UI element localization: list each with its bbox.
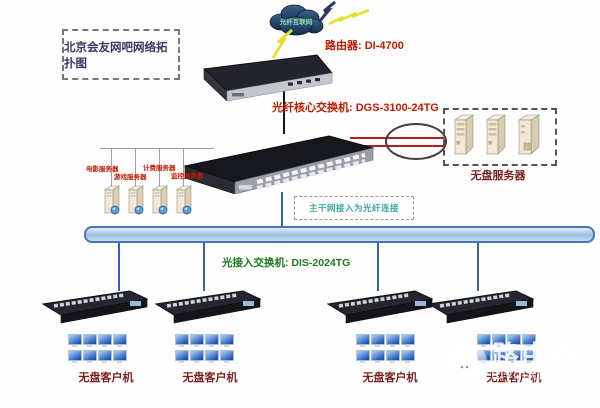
diagram-title: 北京会友网吧网络拓扑图 bbox=[64, 41, 168, 70]
client-pc-icon bbox=[98, 334, 112, 347]
client-pc-icon bbox=[220, 334, 234, 347]
server-label-game: 游戏服务器 bbox=[114, 174, 147, 181]
client-pc-icon bbox=[401, 334, 415, 347]
diskless-server-icon bbox=[517, 114, 541, 155]
core-switch-device bbox=[183, 135, 375, 194]
client-pc-icon bbox=[492, 350, 506, 363]
client-pc-icon bbox=[371, 350, 385, 363]
lightning-down-icon bbox=[271, 29, 293, 59]
client-pc-icon bbox=[190, 334, 204, 347]
fiber-link-highlight-ellipse bbox=[385, 123, 447, 160]
client-pc-icon bbox=[356, 350, 370, 363]
client-pc-icon bbox=[522, 350, 536, 363]
client-pc-icon bbox=[507, 350, 521, 363]
cable-server-drop-1 bbox=[111, 148, 112, 186]
client-pc-icon bbox=[83, 350, 97, 363]
cable-core-to-backbone bbox=[281, 192, 283, 228]
client-pc-icon bbox=[113, 334, 127, 347]
client-pc-icon bbox=[401, 350, 415, 363]
access-switch-label: 光接入交换机: DIS-2024TG bbox=[222, 257, 351, 269]
client-pc-icon bbox=[507, 334, 521, 347]
client-group-label-2: 无盘客户机 bbox=[182, 372, 238, 384]
backbone-note-text: 主干网接入为光纤连接 bbox=[308, 203, 399, 213]
cable-core-to-servers-trunk bbox=[100, 148, 214, 149]
diskless-server-label: 无盘服务器 bbox=[470, 170, 526, 182]
client-pc-grid-4 bbox=[477, 334, 537, 366]
client-group-label-3: 无盘客户机 bbox=[362, 372, 418, 384]
tower-server-icon bbox=[152, 185, 168, 215]
client-pc-icon bbox=[175, 350, 189, 363]
diskless-server-icon bbox=[454, 114, 474, 155]
cable-backbone-drop-3 bbox=[377, 239, 379, 291]
watermark-domain: luyouqi.com bbox=[491, 366, 583, 383]
client-pc-icon bbox=[205, 334, 219, 347]
lightning-dark-icon bbox=[317, 1, 336, 23]
client-group-label-1: 无盘客户机 bbox=[78, 372, 134, 384]
client-pc-icon bbox=[113, 350, 127, 363]
client-pc-grid-1 bbox=[68, 334, 128, 366]
backbone-bus-bar bbox=[84, 226, 595, 243]
client-pc-icon bbox=[356, 334, 370, 347]
client-pc-icon bbox=[205, 350, 219, 363]
access-switch-device-2 bbox=[155, 290, 261, 324]
cable-backbone-drop-4 bbox=[477, 239, 479, 291]
client-pc-icon bbox=[371, 334, 385, 347]
server-label-billing: 计费服务器 bbox=[143, 165, 176, 172]
router-label: 路由器: DI-4700 bbox=[325, 40, 404, 52]
server-label-movie: 电影服务器 bbox=[86, 166, 119, 173]
diagram-title-box: 北京会友网吧网络拓扑图 bbox=[62, 29, 180, 80]
client-pc-icon bbox=[386, 334, 400, 347]
client-pc-icon bbox=[98, 350, 112, 363]
client-pc-icon bbox=[220, 350, 234, 363]
cable-server-drop-4 bbox=[183, 148, 184, 186]
cable-server-drop-2 bbox=[135, 148, 136, 186]
watermark-brand: 路由器 bbox=[492, 341, 579, 371]
client-pc-icon bbox=[175, 334, 189, 347]
client-pc-icon bbox=[477, 334, 491, 347]
access-switch-device-1 bbox=[42, 290, 148, 324]
diskless-server-icon bbox=[486, 114, 506, 155]
cable-backbone-drop-2 bbox=[203, 239, 205, 291]
tower-server-icon bbox=[176, 185, 192, 215]
server-label-monitor: 监控服务器 bbox=[171, 173, 204, 180]
client-pc-icon bbox=[522, 334, 536, 347]
router-device bbox=[202, 54, 333, 102]
client-pc-grid-2 bbox=[175, 334, 235, 366]
cable-backbone-drop-1 bbox=[118, 239, 120, 291]
cable-router-to-core bbox=[283, 86, 285, 134]
backbone-note-box: 主干网接入为光纤连接 bbox=[294, 196, 414, 220]
client-pc-icon bbox=[68, 350, 82, 363]
tower-server-icon bbox=[128, 185, 144, 215]
client-pc-icon bbox=[386, 350, 400, 363]
core-switch-label: 光纤核心交换机: DGS-3100-24TG bbox=[272, 102, 439, 114]
access-switch-device-4 bbox=[428, 290, 534, 324]
client-pc-icon bbox=[83, 334, 97, 347]
client-pc-icon bbox=[190, 350, 204, 363]
cable-server-drop-3 bbox=[159, 148, 160, 186]
client-pc-grid-3 bbox=[356, 334, 416, 366]
diskless-server-box bbox=[443, 108, 557, 166]
client-pc-icon bbox=[492, 334, 506, 347]
lightning-right-icon bbox=[328, 9, 370, 26]
client-pc-icon bbox=[68, 334, 82, 347]
internet-cloud-icon: 光纤互联网 bbox=[269, 4, 324, 36]
tower-server-icon bbox=[104, 185, 120, 215]
client-group-label-4: 无盘客户机 bbox=[486, 372, 542, 384]
watermark-router-icon bbox=[449, 343, 487, 381]
access-switch-device-3 bbox=[327, 290, 433, 324]
cloud-label: 光纤互联网 bbox=[279, 17, 313, 26]
